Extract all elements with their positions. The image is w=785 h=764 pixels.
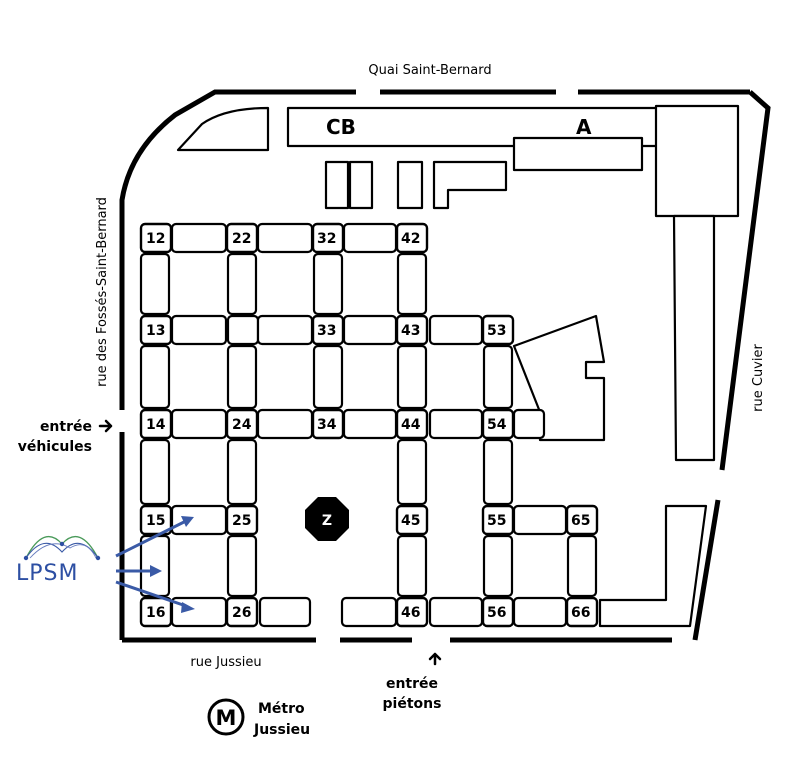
svg-text:66: 66 xyxy=(571,605,590,621)
tower-42[interactable]: 42 xyxy=(395,222,429,254)
svg-text:44: 44 xyxy=(401,417,421,433)
svg-text:55: 55 xyxy=(487,513,506,529)
metro-icon: M xyxy=(207,698,245,736)
vehicle-entrance-line1: entrée xyxy=(40,419,92,435)
perimeter-wall xyxy=(119,89,771,643)
svg-text:32: 32 xyxy=(317,231,336,247)
svg-text:43: 43 xyxy=(401,323,420,339)
east-building xyxy=(672,214,716,462)
street-south: rue Jussieu xyxy=(190,655,261,670)
svg-text:42: 42 xyxy=(401,231,420,247)
building-cb-label: CB xyxy=(326,115,356,139)
svg-text:46: 46 xyxy=(401,605,420,621)
pedestrian-entrance-line1: entrée xyxy=(386,676,438,692)
tower-15[interactable]: 15 xyxy=(139,504,173,536)
tower-14[interactable]: 14 xyxy=(139,408,173,440)
svg-text:26: 26 xyxy=(232,605,251,621)
southeast-building xyxy=(598,504,708,628)
svg-text:65: 65 xyxy=(571,513,590,529)
svg-text:22: 22 xyxy=(232,231,251,247)
svg-text:45: 45 xyxy=(401,513,420,529)
tower-26[interactable]: 26 xyxy=(225,596,259,628)
svg-text:24: 24 xyxy=(232,417,252,433)
tower-65[interactable]: 65 xyxy=(565,504,599,536)
svg-text:Z: Z xyxy=(322,513,332,529)
svg-text:16: 16 xyxy=(146,605,165,621)
svg-text:M: M xyxy=(216,706,237,730)
tower-53[interactable]: 53 xyxy=(481,314,515,346)
zamansky-tower[interactable]: Z xyxy=(305,497,349,541)
pedestrian-entrance-arrow-icon xyxy=(428,652,442,666)
vehicle-entrance-arrow-icon xyxy=(98,419,113,433)
tower-22[interactable]: 22 xyxy=(225,222,259,254)
tower-34[interactable]: 34 xyxy=(311,408,345,440)
lpsm-arrows xyxy=(115,516,195,613)
tower-46[interactable]: 46 xyxy=(395,596,429,628)
street-west: rue des Fossés-Saint-Bernard xyxy=(95,197,110,387)
metro-line2: Jussieu xyxy=(253,722,310,738)
tower-54[interactable]: 54 xyxy=(481,408,515,440)
tower-13[interactable]: 13 xyxy=(139,314,173,346)
lpsm-logo-icon xyxy=(23,535,101,561)
svg-text:53: 53 xyxy=(487,323,506,339)
street-north: Quai Saint-Bernard xyxy=(368,63,491,78)
lpsm-label: LPSM xyxy=(16,561,78,586)
tower-25[interactable]: 25 xyxy=(225,504,259,536)
tower-56[interactable]: 56 xyxy=(481,596,515,628)
tower-32[interactable]: 32 xyxy=(311,222,345,254)
tower-24[interactable]: 24 xyxy=(225,408,259,440)
svg-text:54: 54 xyxy=(487,417,507,433)
svg-text:34: 34 xyxy=(317,417,337,433)
vehicle-entrance-line2: véhicules xyxy=(18,439,92,455)
tower-12[interactable]: 12 xyxy=(139,222,173,254)
pedestrian-entrance-line2: piétons xyxy=(383,696,442,712)
tower-33[interactable]: 33 xyxy=(311,314,345,346)
svg-text:25: 25 xyxy=(232,513,251,529)
north-buildings xyxy=(176,104,740,218)
tower-43[interactable]: 43 xyxy=(395,314,429,346)
metro-line1: Métro xyxy=(258,701,305,717)
grid-bars xyxy=(139,222,598,628)
svg-text:56: 56 xyxy=(487,605,506,621)
tower-55[interactable]: 55 xyxy=(481,504,515,536)
tower-16[interactable]: 16 xyxy=(139,596,173,628)
tower-66[interactable]: 66 xyxy=(565,596,599,628)
svg-text:14: 14 xyxy=(146,417,166,433)
tower-45[interactable]: 45 xyxy=(395,504,429,536)
svg-text:33: 33 xyxy=(317,323,336,339)
tower-44[interactable]: 44 xyxy=(395,408,429,440)
svg-text:15: 15 xyxy=(146,513,165,529)
street-east: rue Cuvier xyxy=(751,344,766,412)
svg-text:13: 13 xyxy=(146,323,165,339)
building-a-label: A xyxy=(576,115,592,139)
svg-text:12: 12 xyxy=(146,231,165,247)
